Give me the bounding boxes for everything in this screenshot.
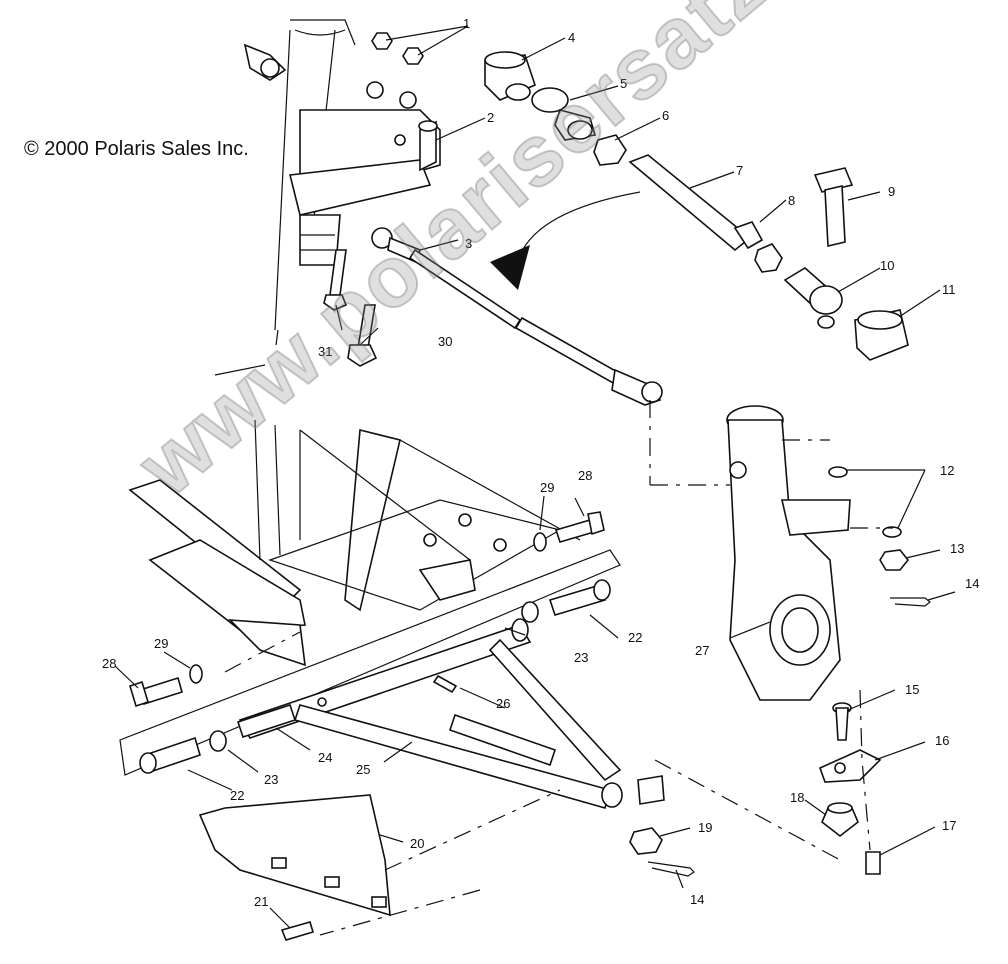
skid-plate — [198, 794, 391, 917]
bolt-28-upper — [554, 511, 605, 543]
callout-27: 27 — [695, 643, 709, 658]
callout-14-lower: 14 — [690, 892, 704, 907]
cotter-pin-14-right — [890, 597, 931, 607]
nut-pair — [371, 32, 424, 65]
callout-16: 16 — [935, 733, 949, 748]
bolt-31 — [323, 249, 348, 311]
callout-12: 12 — [940, 463, 954, 478]
nut-6 — [593, 134, 627, 166]
callout-2: 2 — [487, 110, 494, 125]
bushing-lower — [637, 775, 665, 805]
callout-23-left: 23 — [264, 772, 278, 787]
callout-22-right: 22 — [628, 630, 642, 645]
callout-10: 10 — [880, 258, 894, 273]
callout-25: 25 — [356, 762, 370, 777]
tie-rod — [371, 227, 663, 406]
ball-joint-10 — [783, 267, 843, 329]
callout-17: 17 — [942, 818, 956, 833]
callout-4: 4 — [568, 30, 575, 45]
callout-31: 31 — [318, 344, 332, 359]
copyright-notice: © 2000 Polaris Sales Inc. — [24, 138, 249, 160]
callout-15: 15 — [905, 682, 919, 697]
ball-joint-5 — [531, 87, 597, 141]
screw-21 — [280, 921, 314, 941]
washer-23-left — [209, 730, 227, 752]
direction-arrow — [490, 191, 641, 290]
grease-fitting — [432, 674, 458, 694]
spacer-bushing — [418, 120, 438, 172]
callout-19: 19 — [698, 820, 712, 835]
spindle — [726, 405, 851, 701]
washer-29-lower — [189, 664, 203, 684]
callout-11: 11 — [942, 282, 956, 297]
bolt-15 — [832, 702, 852, 741]
nut-19 — [629, 827, 663, 855]
pin-22-right — [548, 579, 611, 616]
callout-18: 18 — [790, 790, 804, 805]
cotter-pin-14-lower — [647, 861, 695, 877]
centerlines — [224, 400, 893, 936]
bushing-24 — [236, 703, 297, 739]
washer-29-upper — [533, 532, 547, 552]
steering-post — [214, 19, 441, 376]
a-arm — [238, 618, 623, 809]
callout-22-left: 22 — [230, 788, 244, 803]
bushing-4 — [484, 51, 536, 101]
frame-section — [119, 419, 621, 776]
callout-28-upper: 28 — [578, 468, 592, 483]
callout-3: 3 — [465, 236, 472, 251]
ball-joint-18 — [821, 802, 859, 838]
callout-13: 13 — [950, 541, 964, 556]
bolt-28-lower — [129, 676, 183, 708]
shaft-7 — [628, 154, 764, 252]
callout-30: 30 — [438, 334, 452, 349]
tie-rod-end-upper — [243, 43, 287, 81]
callout-23-right: 23 — [574, 650, 588, 665]
callout-5: 5 — [620, 76, 627, 91]
washer-12 — [828, 466, 902, 538]
callout-29-upper: 29 — [540, 480, 554, 495]
nut-8 — [754, 243, 783, 273]
callout-14-right: 14 — [965, 576, 979, 591]
washer-23-right — [521, 601, 539, 623]
callout-7: 7 — [736, 163, 743, 178]
plate-16 — [818, 749, 882, 783]
leader-lines — [114, 25, 956, 929]
callout-29-lower: 29 — [154, 636, 168, 651]
callout-labels: 1 2 3 4 5 6 7 8 9 10 11 12 13 14 15 16 1… — [102, 16, 979, 909]
callout-26: 26 — [496, 696, 510, 711]
bolt-30 — [347, 304, 378, 367]
nut-13 — [879, 549, 910, 571]
bolt-9 — [813, 167, 854, 247]
callout-20: 20 — [410, 836, 424, 851]
callout-21: 21 — [254, 894, 268, 909]
callout-24: 24 — [318, 750, 332, 765]
bushing-11 — [854, 309, 909, 361]
callout-6: 6 — [662, 108, 669, 123]
callout-1: 1 — [463, 16, 470, 31]
callout-8: 8 — [788, 193, 795, 208]
bolt-17 — [865, 851, 881, 875]
pin-22-left — [139, 736, 201, 774]
callout-9: 9 — [888, 184, 895, 199]
callout-28-lower: 28 — [102, 656, 116, 671]
